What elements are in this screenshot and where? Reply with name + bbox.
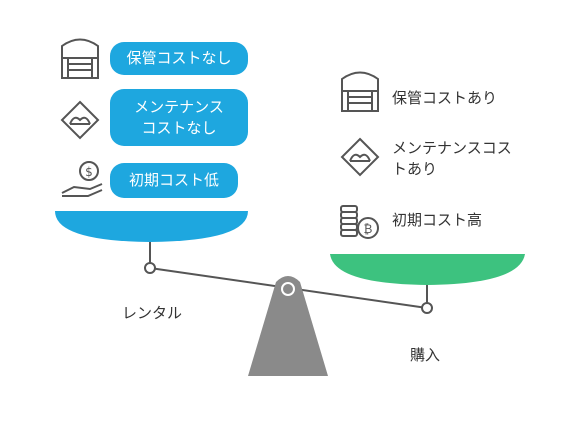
road-sign-icon	[60, 100, 100, 140]
rental-label: レンタル	[122, 304, 183, 322]
purchase-item-maintenance: メンテナンスコストあり	[392, 139, 512, 178]
rental-item-maintenance: メンテナンスコストなし	[110, 89, 248, 146]
fulcrum	[248, 276, 328, 376]
rental-item-initial-cost-text: 初期コスト低	[128, 171, 219, 189]
purchase-pan	[330, 254, 525, 285]
coin-stack-icon: ₿	[340, 205, 379, 239]
rental-item-storage: 保管コストなし	[110, 42, 248, 75]
rental-item-initial-cost: 初期コスト低	[110, 163, 238, 198]
left-pivot	[144, 262, 156, 274]
road-sign-icon	[340, 137, 380, 177]
rental-item-maintenance-text: メンテナンスコストなし	[134, 97, 224, 137]
rental-item-storage-text: 保管コストなし	[126, 49, 232, 67]
fulcrum-pivot	[281, 282, 295, 296]
money-hand-icon: $	[61, 161, 103, 197]
purchase-item-storage: 保管コストあり	[392, 89, 498, 107]
purchase-item-initial-cost: 初期コスト高	[392, 211, 483, 229]
svg-text:₿: ₿	[364, 222, 373, 236]
svg-text:$: $	[85, 165, 93, 179]
rental-pan	[55, 211, 248, 242]
warehouse-icon	[61, 38, 99, 79]
purchase-label: 購入	[410, 346, 441, 364]
right-pivot	[421, 302, 433, 314]
warehouse-icon	[341, 71, 379, 112]
